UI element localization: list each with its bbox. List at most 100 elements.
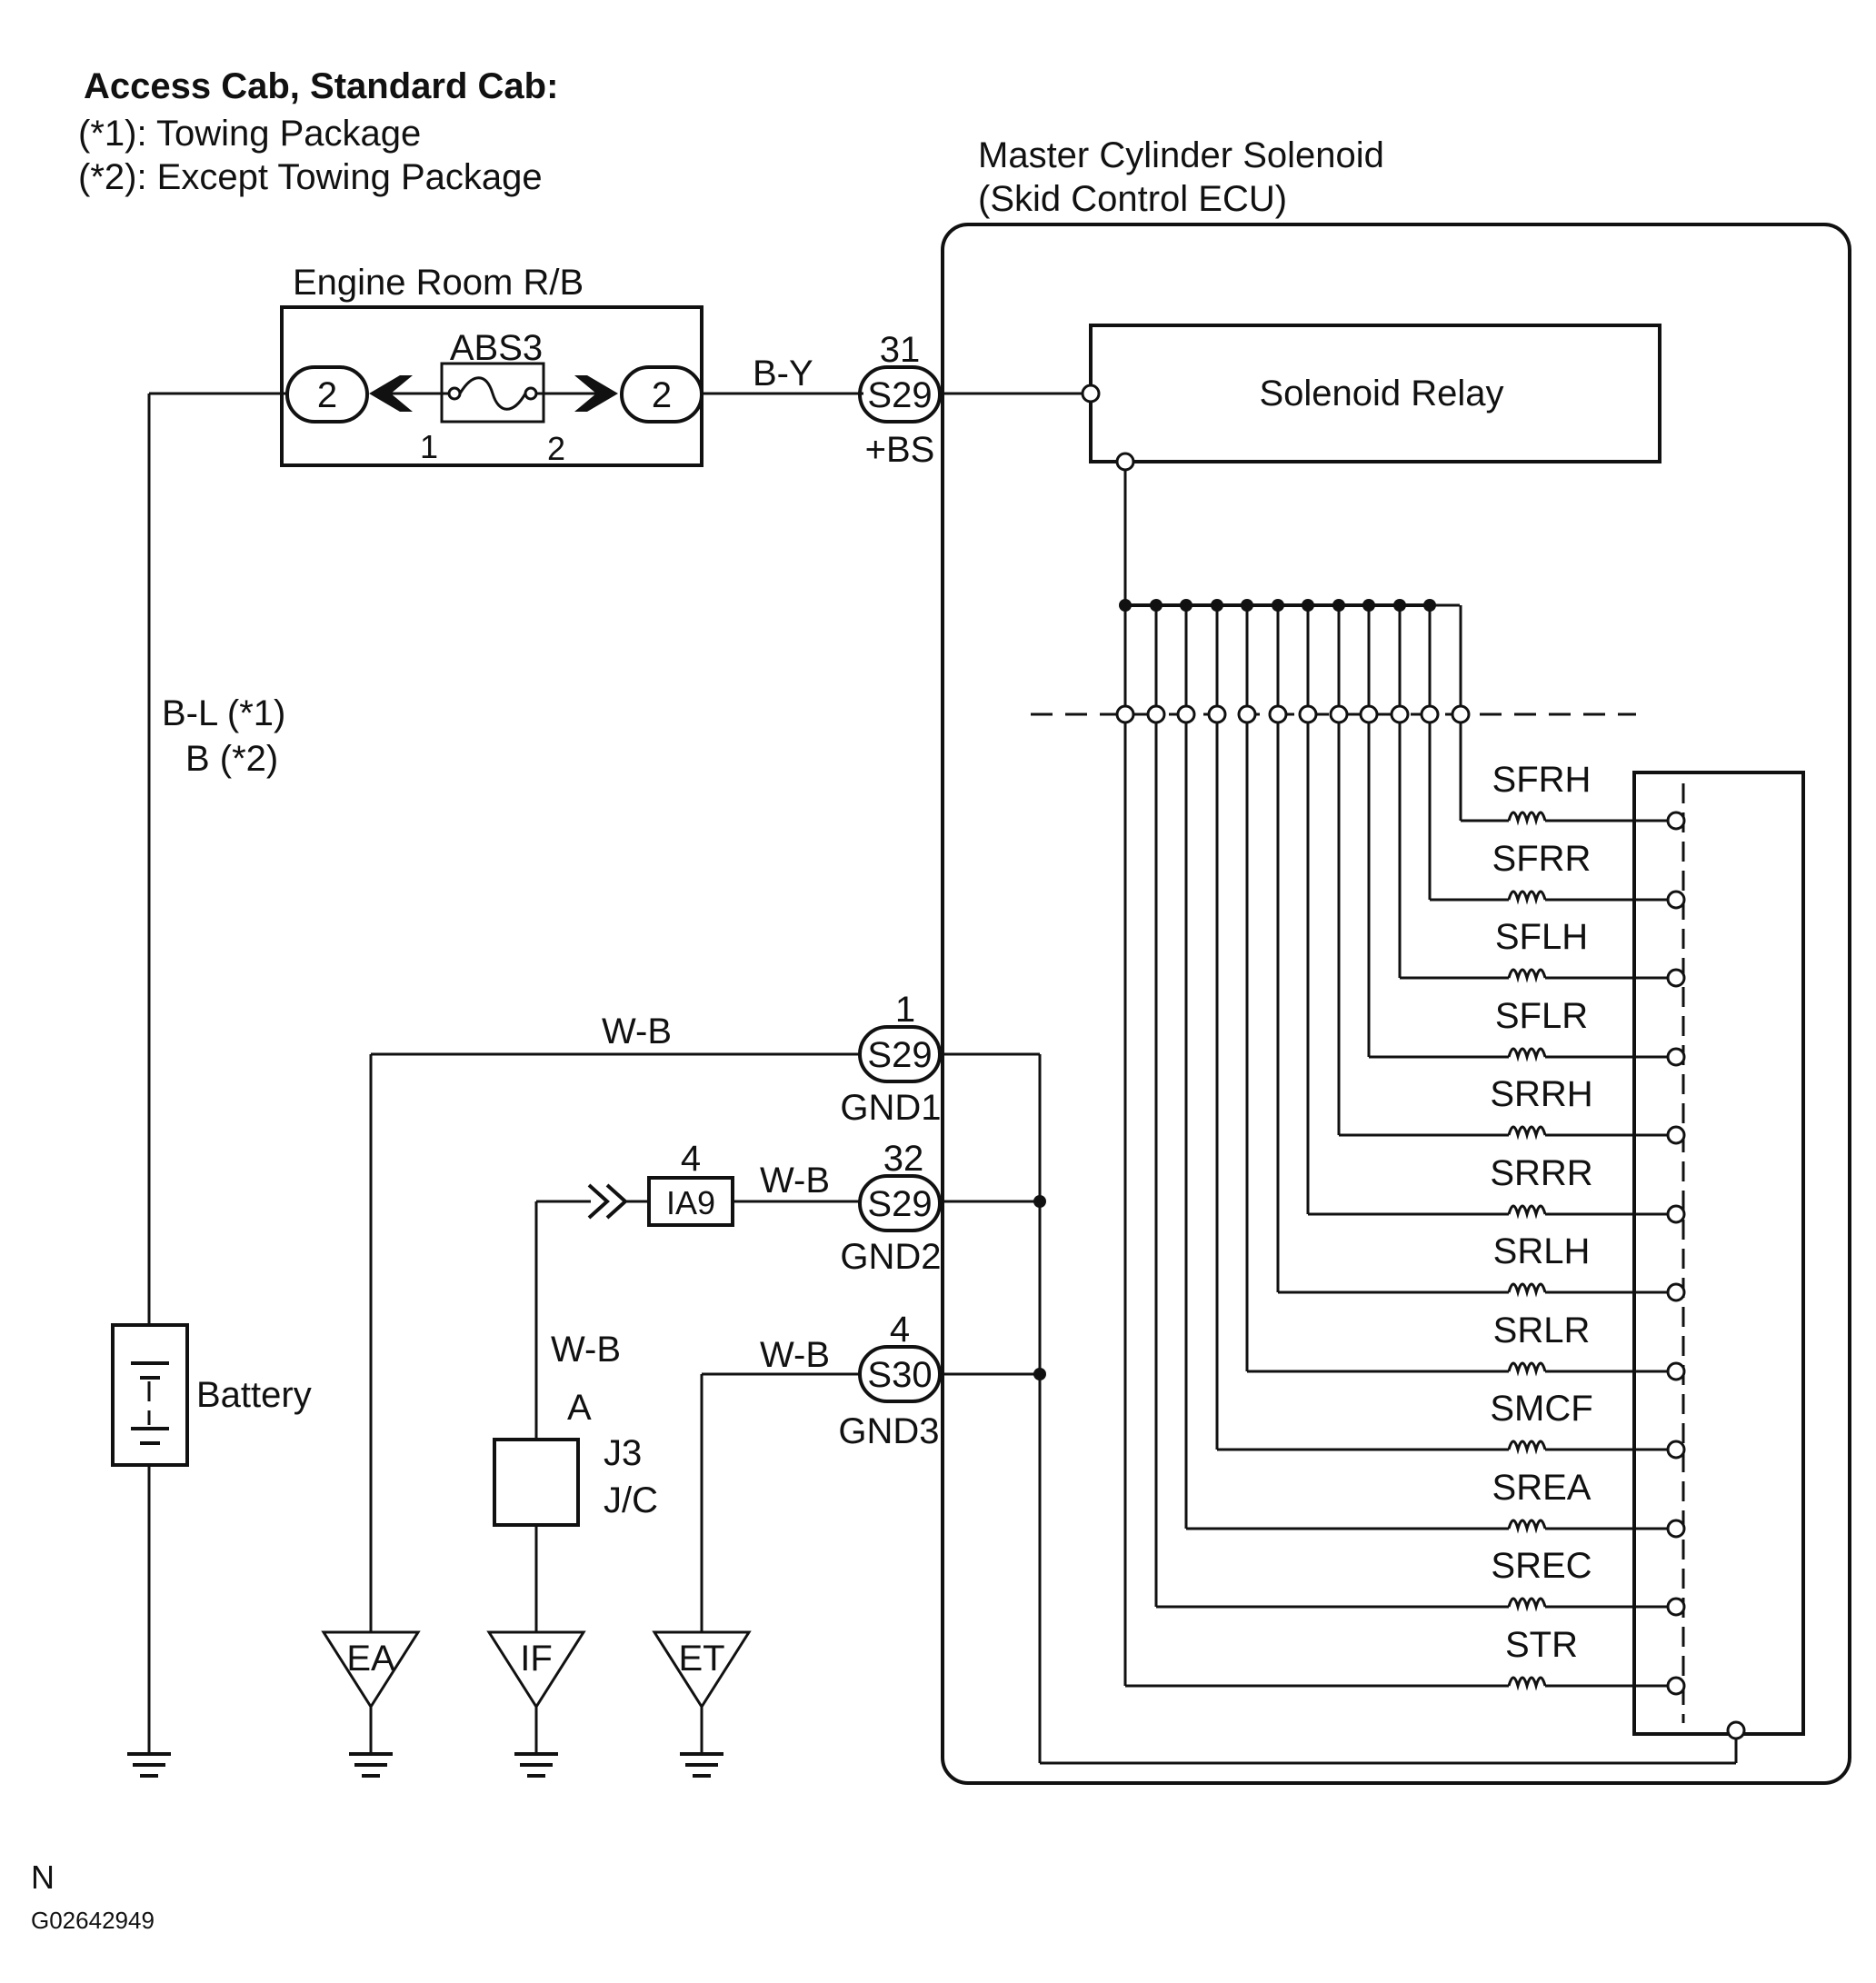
connector-pin-str <box>1115 704 1135 724</box>
solenoid-terminal <box>1666 1204 1686 1224</box>
solenoid-sfrh: SFRH <box>1461 760 1686 831</box>
connector-s29-gnd2 <box>858 1174 942 1232</box>
solenoid-coil-icon <box>1507 1676 1547 1691</box>
gnd3-wire-label: W-B <box>760 1335 830 1375</box>
solenoid-coil-icon <box>1507 811 1547 826</box>
solenoid-srec: SREC <box>1156 1546 1686 1617</box>
connector-pin-srrh <box>1329 704 1349 724</box>
relay-terminal-output <box>1115 452 1135 472</box>
note-towing: (*1): Towing Package <box>78 114 421 154</box>
solenoid-label: SRRH <box>1490 1074 1592 1114</box>
battery-label: Battery <box>196 1375 312 1415</box>
solenoid-str: STR <box>1125 1625 1686 1696</box>
ia9-pin-number: 4 <box>681 1139 701 1179</box>
footer-code: G02642949 <box>31 1907 155 1934</box>
solenoid-coil-icon <box>1507 1597 1547 1612</box>
solenoid-label: SRLR <box>1493 1310 1591 1350</box>
solenoid-terminal <box>1666 1597 1686 1617</box>
solenoid-coil-icon <box>1507 1047 1547 1062</box>
solenoid-sflh: SFLH <box>1400 917 1686 988</box>
gnd3-pin-number: 4 <box>890 1310 910 1350</box>
solenoid-terminal <box>1666 1361 1686 1381</box>
solenoid-coil-icon <box>1507 1361 1547 1377</box>
footer-mark: N <box>31 1858 55 1896</box>
fuse-terminal <box>524 386 538 401</box>
solenoid-coil-icon <box>1507 1125 1547 1141</box>
solenoid-label: SREA <box>1492 1468 1592 1508</box>
gnd1-signal-name: GND1 <box>840 1088 941 1128</box>
solenoid-terminal <box>1666 1125 1686 1145</box>
ground-ea-label: EA <box>346 1639 395 1679</box>
gnd2-pin-number: 32 <box>883 1139 924 1179</box>
solenoid-driver-block <box>1632 771 1805 1736</box>
connector-pin-sflr <box>1359 704 1379 724</box>
fuse-label: ABS3 <box>450 328 543 368</box>
solenoid-srrh: SRRH <box>1339 1074 1686 1145</box>
ground-if-label: IF <box>520 1639 553 1679</box>
rb-terminal-1: 1 <box>420 428 438 465</box>
solenoid-coil-icon <box>1507 1440 1547 1455</box>
gnd3-signal-name: GND3 <box>838 1411 939 1451</box>
ground-point-if: IF <box>486 1630 586 1778</box>
connector-pin-smcf <box>1207 704 1227 724</box>
gnd2-wire-label: W-B <box>760 1161 830 1201</box>
gnd1-pin-number: 1 <box>895 990 915 1030</box>
chassis-ground-icon <box>127 1752 171 1778</box>
relay-terminal-input <box>1081 384 1101 404</box>
solenoid-label: SFLH <box>1495 917 1588 957</box>
connector-arrow-right <box>574 375 618 412</box>
solenoid-srea: SREA <box>1186 1468 1686 1539</box>
junction-connector-j3 <box>493 1438 580 1527</box>
solenoid-srrr: SRRR <box>1308 1153 1686 1224</box>
gnd1-connector-id: S29 <box>867 1035 932 1075</box>
gnd2-signal-name: GND2 <box>840 1237 941 1277</box>
solenoid-terminal <box>1666 968 1686 988</box>
solenoid-terminal <box>1666 811 1686 831</box>
solenoid-srlh: SRLH <box>1278 1231 1686 1302</box>
connector-pin-srea <box>1176 704 1196 724</box>
solenoid-terminal <box>1666 1676 1686 1696</box>
connector-pin-sfrr <box>1420 704 1440 724</box>
connector-pin-srrr <box>1298 704 1318 724</box>
solenoid-label: SREC <box>1491 1546 1592 1586</box>
ecu-box <box>941 223 1851 1785</box>
solenoid-label: SFLR <box>1495 996 1588 1036</box>
solenoid-sflr: SFLR <box>1369 996 1686 1067</box>
connector-pin-srlr <box>1237 704 1257 724</box>
ground-point-et: ET <box>652 1630 752 1778</box>
bs-connector-id: S29 <box>867 375 932 415</box>
connector-pin-srlh <box>1268 704 1288 724</box>
junction-id: J3 <box>604 1433 642 1473</box>
solenoid-label: STR <box>1505 1625 1578 1665</box>
ia9-connector-id: IA9 <box>666 1184 715 1221</box>
solenoid-coil-icon <box>1507 968 1547 983</box>
driver-ground-terminal <box>1726 1720 1746 1740</box>
rb-connector-right-number: 2 <box>652 375 672 415</box>
ground-point-ea: EA <box>321 1630 421 1778</box>
solenoid-smcf: SMCF <box>1217 1389 1686 1460</box>
junction-type: J/C <box>604 1480 658 1520</box>
solenoid-coil-icon <box>1507 1204 1547 1220</box>
ecu-title-line2: (Skid Control ECU) <box>978 179 1287 219</box>
gnd2-connector-id: S29 <box>867 1184 932 1224</box>
battery-wire-color-2: B (*2) <box>185 739 278 779</box>
gnd1-wire-label: W-B <box>602 1011 672 1051</box>
junction-pin: A <box>567 1388 592 1428</box>
ecu-title-line1: Master Cylinder Solenoid <box>978 135 1384 175</box>
solenoid-terminal <box>1666 1047 1686 1067</box>
solenoid-srlr: SRLR <box>1247 1310 1686 1381</box>
rb-connector-left-number: 2 <box>317 375 337 415</box>
solenoid-label: SRLH <box>1493 1231 1591 1271</box>
solenoid-label: SFRH <box>1492 760 1592 800</box>
connector-arrow-left <box>369 375 413 412</box>
bs-signal-name: +BS <box>865 430 935 470</box>
wire-b-y-label: B-Y <box>753 354 813 394</box>
ground-et-label: ET <box>678 1639 724 1679</box>
solenoid-coil-icon <box>1507 890 1547 905</box>
solenoid-relay-label: Solenoid Relay <box>1259 374 1503 414</box>
solenoid-coil-icon <box>1507 1519 1547 1534</box>
solenoid-terminal <box>1666 1519 1686 1539</box>
solenoid-label: SFRR <box>1492 839 1592 879</box>
solenoid-label: SMCF <box>1490 1389 1592 1429</box>
